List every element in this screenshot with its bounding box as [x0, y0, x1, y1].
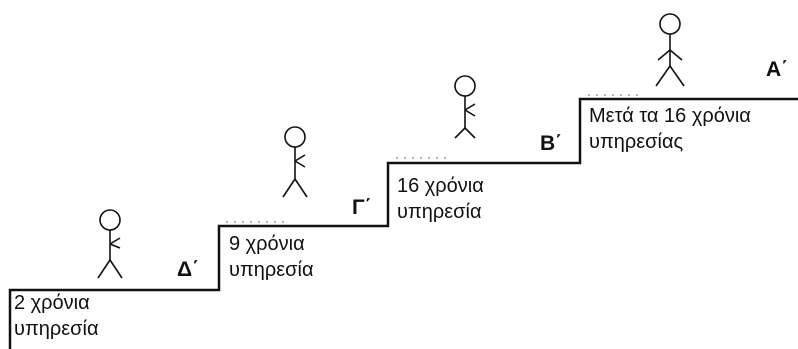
staircase-line — [8, 97, 798, 349]
step-1-text: 2 χρόνια υπηρεσία — [14, 290, 99, 342]
step-2-text: 9 χρόνια υπηρεσία — [229, 231, 314, 283]
step-3-line2: υπηρεσία — [397, 201, 482, 223]
grade-gamma: Γ΄ — [352, 196, 372, 219]
step-2-line1: 9 χρόνια — [229, 233, 305, 255]
step-1-line2: υπηρεσία — [14, 318, 99, 340]
step-1-line1: 2 χρόνια — [14, 292, 90, 314]
step-4-line2: υπηρεσίας — [589, 131, 684, 153]
stick-figure-1 — [97, 209, 123, 279]
stick-figure-2 — [282, 126, 308, 198]
step-2-line2: υπηρεσία — [229, 259, 314, 281]
step-4-text: Μετά τα 16 χρόνια υπηρεσίας — [589, 103, 751, 155]
stick-figure-4 — [655, 13, 685, 87]
step-3-line1: 16 χρόνια — [397, 175, 484, 197]
stick-figure-3 — [454, 75, 476, 139]
grade-alpha: Α΄ — [766, 58, 789, 81]
step-3-text: 16 χρόνια υπηρεσία — [397, 173, 484, 225]
step-4-line1: Μετά τα 16 χρόνια — [589, 105, 751, 127]
grade-beta: Β΄ — [540, 132, 563, 155]
tread-dots — [226, 94, 640, 223]
grade-delta: Δ΄ — [177, 258, 200, 281]
